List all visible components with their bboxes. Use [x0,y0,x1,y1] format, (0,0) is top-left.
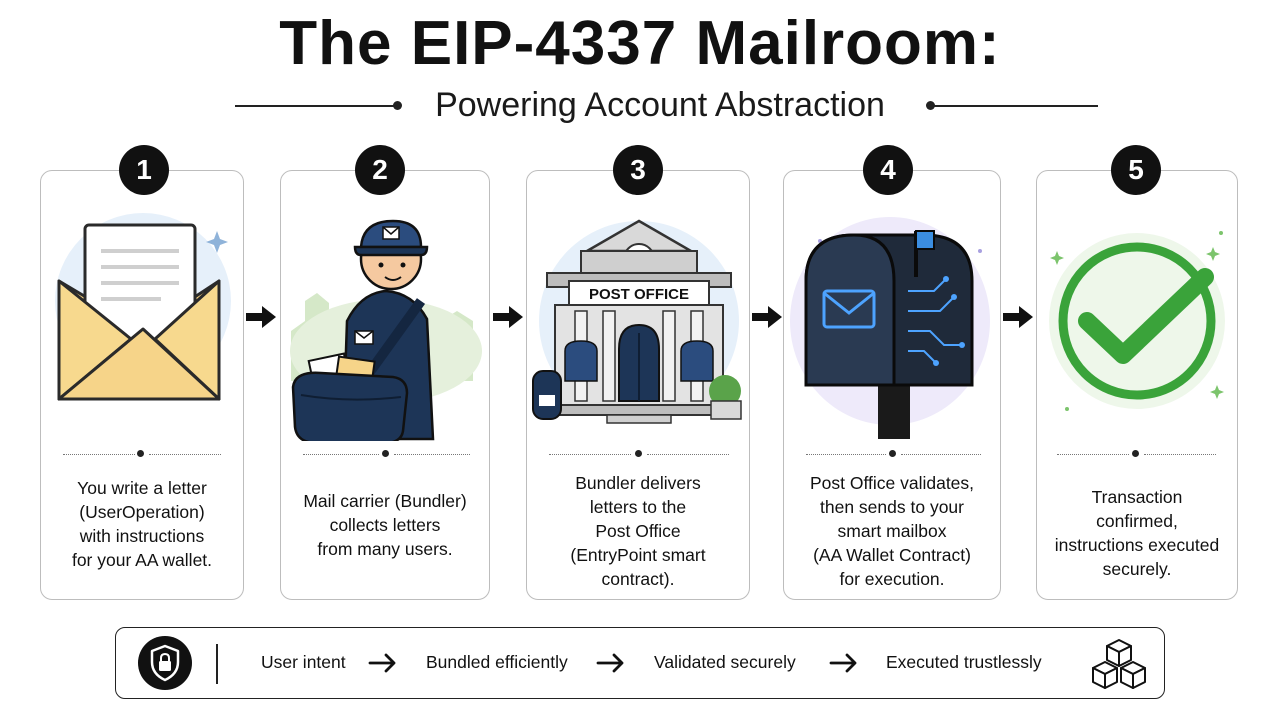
arrow-right-icon [368,653,396,673]
flow-validated-securely: Validated securely [654,652,796,672]
step-1-badge: 1 [119,145,169,195]
separator-dot [382,450,389,457]
step-1-line: for your AA wallet. [71,550,213,570]
step-2-description: Mail carrier (Bundler) collects letters … [289,489,481,561]
step-5-badge: 5 [1111,145,1161,195]
arrow-right-icon [1003,306,1033,328]
step-4-line: for execution. [839,569,945,589]
shield-lock-icon [138,636,192,690]
step-4-badge: 4 [863,145,913,195]
arrow-right-icon [493,306,523,328]
step-3-line: Bundler delivers [575,473,701,493]
separator-dot [1132,450,1139,457]
separator-dot [889,450,896,457]
separator-right [1144,454,1216,455]
step-3-line: Post Office [595,521,681,541]
separator-left [1057,454,1129,455]
step-3-line: (EntryPoint smart [570,545,706,565]
page-title: The EIP-4337 Mailroom: [279,9,1001,78]
step-1-line: with instructions [79,526,205,546]
step-3-line: letters to the [589,497,687,517]
bar-divider [216,644,218,684]
separator-right [647,454,729,455]
step-3-description: Bundler delivers letters to the Post Off… [535,471,741,591]
step-5-card: Transaction confirmed, instructions exec… [1036,170,1238,600]
separator-dot [137,450,144,457]
step-4-line: Post Office validates, [809,473,975,493]
step-1-description: You write a letter (UserOperation) with … [49,476,235,572]
step-5-line: securely. [1102,559,1172,579]
arrow-right-icon [596,653,624,673]
step-2-card: Mail carrier (Bundler) collects letters … [280,170,490,600]
step-3-line: contract). [601,569,675,589]
smart-mailbox-icon [790,217,990,439]
separator-right [394,454,470,455]
step-2-badge: 2 [355,145,405,195]
subtitle: Powering Account Abstraction [435,86,885,124]
step-2-line: collects letters [329,515,441,535]
subtitle-rule-left [235,105,395,107]
mail-carrier-icon [290,219,482,441]
step-5-line: instructions executed [1054,535,1220,555]
flow-user-intent: User intent [261,652,346,672]
flow-executed-trustlessly: Executed trustlessly [886,652,1042,672]
step-5-description: Transaction confirmed, instructions exec… [1045,485,1229,581]
step-3-card: POST OFFICE Bundler delivers letters to … [526,170,750,600]
checkmark-icon [1049,231,1225,411]
separator-dot [635,450,642,457]
step-1-line: (UserOperation) [79,502,205,522]
post-office-sign: POST OFFICE [589,286,689,303]
step-4-description: Post Office validates, then sends to you… [792,471,992,591]
step-3-badge: 3 [613,145,663,195]
arrow-right-icon [246,306,276,328]
step-4-card: Post Office validates, then sends to you… [783,170,1001,600]
step-4-line: then sends to your [820,497,964,517]
arrow-right-icon [752,306,782,328]
step-4-line: smart mailbox [837,521,947,541]
subtitle-dot-left [393,101,402,110]
envelope-icon [55,213,231,401]
step-1-card: You write a letter (UserOperation) with … [40,170,244,600]
step-1-line: You write a letter [77,478,207,498]
subtitle-row: Powering Account Abstraction [0,86,1280,126]
step-4-line: (AA Wallet Contract) [813,545,971,565]
separator-left [303,454,379,455]
separator-left [549,454,631,455]
step-5-line: confirmed, [1096,511,1178,531]
separator-left [806,454,886,455]
step-5-line: Transaction [1091,487,1183,507]
arrow-right-icon [829,653,857,673]
cubes-icon [1092,639,1146,689]
summary-bar: User intent Bundled efficiently Validate… [115,627,1165,699]
separator-right [149,454,221,455]
step-2-line: from many users. [317,539,453,559]
separator-left [63,454,135,455]
step-2-line: Mail carrier (Bundler) [303,491,467,511]
separator-right [901,454,981,455]
post-office-icon: POST OFFICE [532,219,742,424]
flow-bundled-efficiently: Bundled efficiently [426,652,568,672]
subtitle-rule-right [934,105,1098,107]
subtitle-dot-right [926,101,935,110]
